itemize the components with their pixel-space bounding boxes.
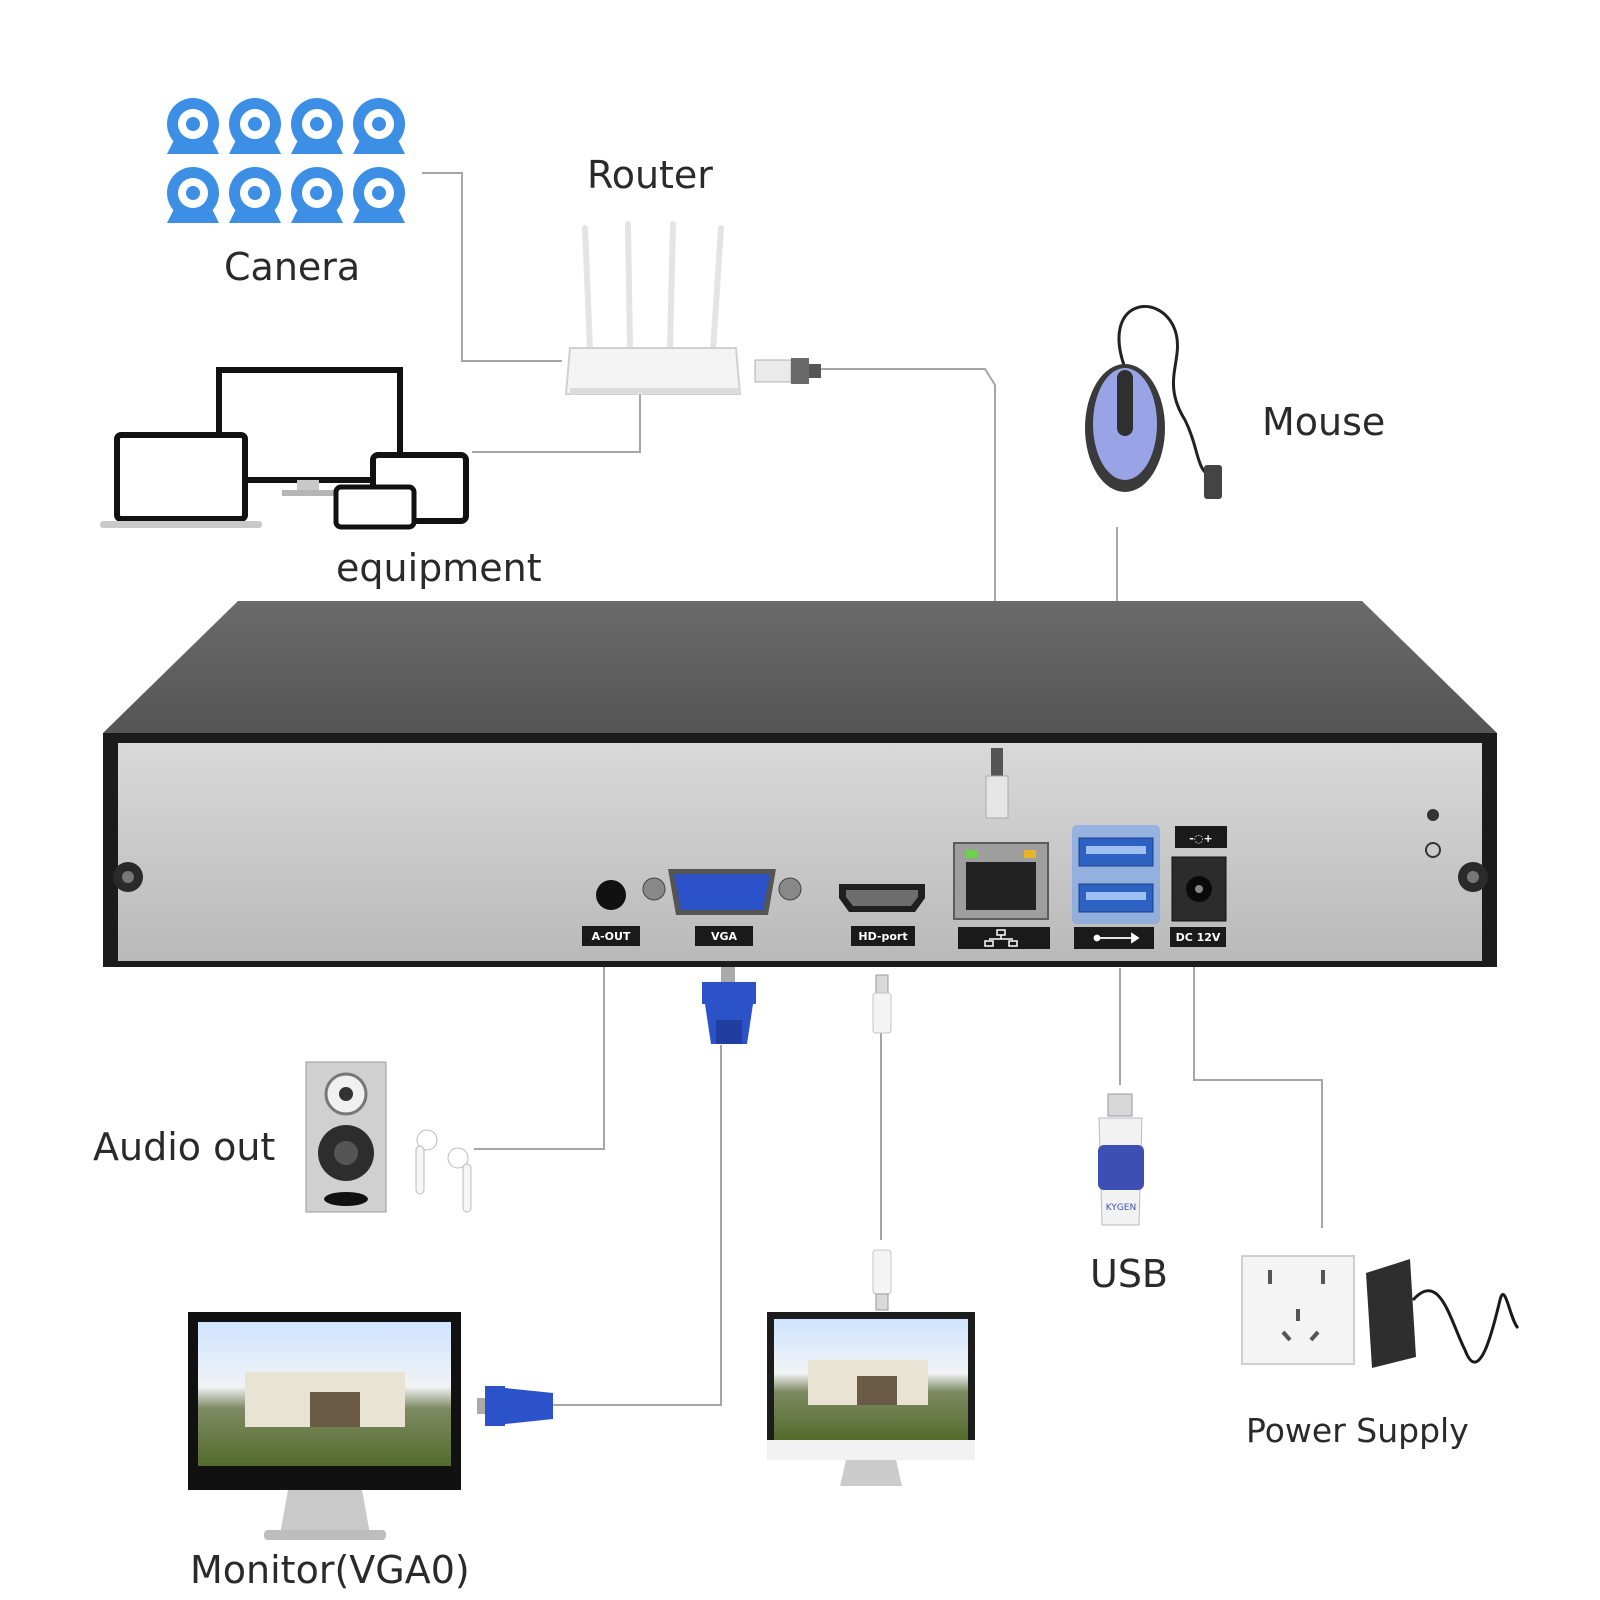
usb-ports xyxy=(1072,825,1160,924)
usb-label: USB xyxy=(1090,1252,1169,1296)
port-label-vga: VGA xyxy=(711,930,738,943)
audio-out-jack xyxy=(596,880,626,910)
vga-connector-icon xyxy=(477,1386,553,1426)
monitor-icon xyxy=(216,367,403,496)
rj45-plug-into-nvr xyxy=(985,748,1009,819)
camera-icon xyxy=(167,98,219,154)
line-power xyxy=(1193,965,1323,1228)
camera-icon xyxy=(353,98,405,154)
line-equipment-router xyxy=(472,395,641,453)
router-icon xyxy=(564,221,742,395)
vga-monitor-icon xyxy=(188,1312,461,1540)
equipment-label: equipment xyxy=(336,546,542,590)
port-label-dc-12v: DC 12V xyxy=(1176,931,1221,944)
vga-port xyxy=(642,869,802,915)
usb-drive-brand: KYGEN xyxy=(1106,1203,1136,1213)
line-audio xyxy=(474,965,605,1150)
hdmi-port xyxy=(839,884,925,912)
port-label-hd-port: HD-port xyxy=(858,930,907,943)
dc-polarity-label xyxy=(1175,826,1227,848)
nvr-device: A-OUT VGA HD-port xyxy=(103,601,1497,967)
connection-lines xyxy=(422,172,1323,1406)
mouse-label: Mouse xyxy=(1262,400,1386,444)
hdmi-monitor-icon xyxy=(767,1312,975,1486)
lan-port xyxy=(953,842,1049,920)
laptop-icon xyxy=(100,432,262,528)
power-adapter-icon xyxy=(1366,1259,1520,1368)
phone-icon xyxy=(333,484,417,530)
mouse-icon xyxy=(1085,305,1222,499)
rj45-connector-icon xyxy=(754,358,821,384)
nvr-back-panel xyxy=(118,743,1482,961)
equipment-group xyxy=(100,367,469,530)
reset-hole xyxy=(1427,809,1439,821)
line-camera-router xyxy=(422,172,562,362)
ground-icon xyxy=(1425,842,1441,858)
power-supply-label: Power Supply xyxy=(1246,1411,1469,1450)
router-label: Router xyxy=(587,153,713,197)
camera-icon xyxy=(167,167,219,223)
line-router-lan xyxy=(820,368,996,745)
monitor-vga-label: Monitor(VGA0) xyxy=(190,1548,470,1592)
nvr-top-cover xyxy=(103,601,1497,733)
network-icon xyxy=(984,929,1018,947)
camera-icon xyxy=(291,167,343,223)
vga-cable-connector xyxy=(702,967,756,1044)
power-outlet-icon xyxy=(1241,1255,1355,1365)
port-label-a-out: A-OUT xyxy=(592,930,631,943)
camera-group xyxy=(167,98,405,223)
camera-icon xyxy=(229,98,281,154)
camera-label: Canera xyxy=(224,245,361,289)
camera-icon xyxy=(229,167,281,223)
dc-polarity-icon: -◌+ xyxy=(1189,832,1212,845)
speaker-icon xyxy=(305,1061,387,1213)
hdmi-cable-bottom xyxy=(872,1249,892,1311)
camera-icon xyxy=(291,98,343,154)
earbuds-icon xyxy=(415,1129,472,1213)
camera-icon xyxy=(353,167,405,223)
usb-drive-icon: KYGEN xyxy=(1098,1093,1144,1226)
hdmi-cable-top xyxy=(872,974,892,1034)
usb-symbol-icon xyxy=(1093,932,1140,944)
line-vga-monitor xyxy=(553,1045,722,1406)
audio-out-label: Audio out xyxy=(93,1125,276,1169)
